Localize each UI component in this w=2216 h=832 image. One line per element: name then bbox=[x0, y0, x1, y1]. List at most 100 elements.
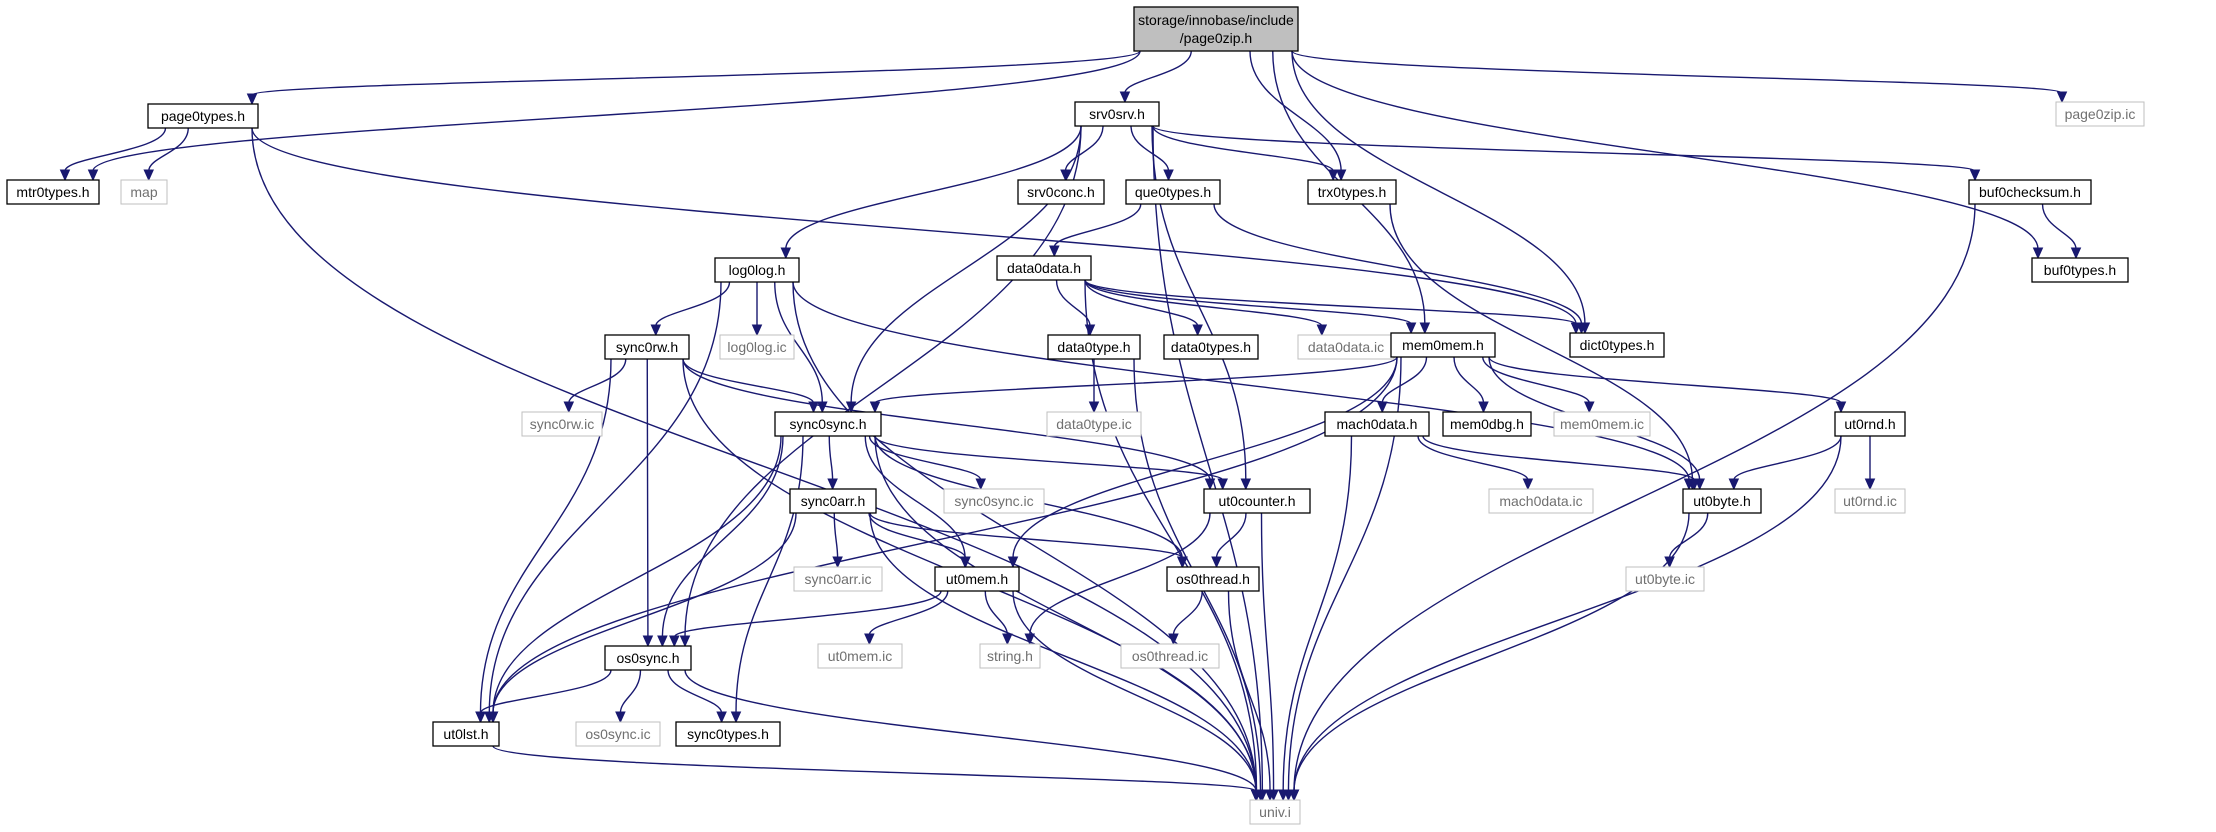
node-mach0data[interactable]: mach0data.h bbox=[1324, 411, 1430, 437]
node-box bbox=[1297, 334, 1395, 360]
node-label: mem0mem.ic bbox=[1560, 416, 1644, 432]
node-box bbox=[604, 645, 692, 671]
edge-ut0counter-to-univ bbox=[1260, 512, 1275, 792]
node-box bbox=[1968, 179, 2092, 205]
node-ut0lst[interactable]: ut0lst.h bbox=[432, 721, 500, 747]
node-sync0rw[interactable]: sync0rw.h bbox=[604, 334, 690, 360]
edge-mem0mem-to-mem0mem-ic bbox=[1482, 356, 1590, 404]
node-box bbox=[6, 179, 100, 205]
node-box bbox=[1074, 101, 1160, 127]
node-label: ut0mem.ic bbox=[828, 648, 893, 664]
node-label: sync0rw.ic bbox=[530, 416, 595, 432]
arrowhead bbox=[2032, 247, 2044, 260]
node-trx0types[interactable]: trx0types.h bbox=[1307, 179, 1397, 205]
edge-srv0srv-to-univ bbox=[1152, 125, 1264, 792]
node-box bbox=[1203, 488, 1311, 514]
node-box bbox=[1834, 411, 1906, 437]
node-ut0byte[interactable]: ut0byte.h bbox=[1682, 488, 1762, 514]
node-root[interactable]: storage/innobase/include /page0zip.h bbox=[1133, 6, 1299, 52]
arrowhead bbox=[1327, 169, 1339, 182]
node-sync0arr[interactable]: sync0arr.h bbox=[789, 488, 877, 514]
arrowhead bbox=[59, 169, 71, 182]
node-box bbox=[2031, 257, 2129, 283]
arrowhead bbox=[864, 633, 875, 646]
arrowhead bbox=[1192, 324, 1203, 337]
node-data0data[interactable]: data0data.h bbox=[996, 255, 1092, 281]
node-ut0mem-ic: ut0mem.ic bbox=[817, 643, 903, 669]
arrowhead bbox=[1240, 478, 1252, 491]
arrowhead bbox=[1728, 478, 1740, 491]
node-label: mach0data.h bbox=[1337, 416, 1418, 432]
node-os0thread[interactable]: os0thread.h bbox=[1166, 566, 1260, 592]
node-label: sync0arr.ic bbox=[805, 571, 872, 587]
edge-page0types-to-univ bbox=[251, 127, 1257, 792]
arrowhead bbox=[1177, 556, 1188, 569]
node-dict0types[interactable]: dict0types.h bbox=[1569, 332, 1665, 358]
node-label: ut0mem.h bbox=[946, 571, 1008, 587]
edge-ut0counter-to-os0thread bbox=[1215, 512, 1247, 559]
node-srv0conc[interactable]: srv0conc.h bbox=[1017, 179, 1105, 205]
arrowhead bbox=[2056, 91, 2068, 104]
node-box bbox=[1125, 179, 1221, 205]
arrowhead bbox=[1570, 322, 1582, 335]
node-buf0types[interactable]: buf0types.h bbox=[2031, 257, 2129, 283]
node-mtr0types[interactable]: mtr0types.h bbox=[6, 179, 100, 205]
edge-data0data-to-dict0types bbox=[1084, 279, 1577, 325]
arrowhead bbox=[669, 635, 680, 648]
edge-mach0data-to-univ bbox=[1282, 435, 1353, 792]
node-mem0dbg[interactable]: mem0dbg.h bbox=[1442, 411, 1532, 437]
node-mem0mem[interactable]: mem0mem.h bbox=[1390, 332, 1496, 358]
edge-trx0types-to-ut0byte bbox=[1389, 203, 1694, 481]
node-label: os0thread.ic bbox=[1132, 648, 1208, 664]
edge-os0sync-to-univ bbox=[684, 669, 1257, 792]
node-box bbox=[793, 566, 883, 592]
node-sync0types[interactable]: sync0types.h bbox=[675, 721, 781, 747]
node-box bbox=[1569, 332, 1665, 358]
node-label: data0data.ic bbox=[1308, 339, 1384, 355]
node-box bbox=[432, 721, 500, 747]
edge-ut0mem-to-os0sync bbox=[673, 590, 942, 638]
node-box bbox=[147, 103, 259, 129]
edge-sync0sync-to-ut0mem bbox=[864, 435, 966, 559]
node-sync0sync[interactable]: sync0sync.h bbox=[774, 411, 882, 437]
node-label: ut0rnd.ic bbox=[1843, 493, 1897, 509]
arrowhead bbox=[1377, 401, 1388, 414]
arrowhead bbox=[1277, 789, 1289, 802]
node-ut0mem[interactable]: ut0mem.h bbox=[934, 566, 1020, 592]
edge-os0sync-to-sync0types bbox=[667, 669, 723, 714]
edge-page0types-to-dict0types bbox=[251, 127, 1577, 325]
arrowhead bbox=[1664, 556, 1675, 569]
edge-sync0rw-to-ut0counter bbox=[682, 358, 1211, 481]
node-os0sync[interactable]: os0sync.h bbox=[604, 645, 692, 671]
arrowhead bbox=[1316, 324, 1328, 337]
node-ut0rnd[interactable]: ut0rnd.h bbox=[1834, 411, 1906, 437]
edge-ut0mem-to-ut0mem-ic bbox=[868, 590, 949, 636]
node-que0types[interactable]: que0types.h bbox=[1125, 179, 1221, 205]
node-log0log[interactable]: log0log.h bbox=[714, 257, 800, 283]
arrowhead bbox=[1007, 556, 1019, 569]
node-box bbox=[1553, 411, 1651, 437]
edge-srv0srv-to-sync0sync bbox=[850, 125, 1082, 404]
node-label: page0types.h bbox=[161, 108, 245, 124]
node-ut0byte-ic: ut0byte.ic bbox=[1625, 566, 1705, 592]
node-page0types[interactable]: page0types.h bbox=[147, 103, 259, 129]
node-data0types[interactable]: data0types.h bbox=[1163, 334, 1259, 360]
node-mem0mem-ic: mem0mem.ic bbox=[1553, 411, 1651, 437]
edge-ut0rnd-to-univ bbox=[1293, 435, 1842, 792]
node-srv0srv[interactable]: srv0srv.h bbox=[1074, 101, 1160, 127]
node-label: os0sync.h bbox=[616, 650, 679, 666]
arrowhead bbox=[475, 711, 486, 724]
node-label: mem0dbg.h bbox=[1450, 416, 1524, 432]
arrowhead bbox=[1002, 633, 1013, 646]
arrowhead bbox=[1335, 169, 1347, 182]
edge-srv0srv-to-srv0conc bbox=[1064, 125, 1104, 172]
node-buf0checksum[interactable]: buf0checksum.h bbox=[1968, 179, 2092, 205]
node-box bbox=[1120, 643, 1220, 669]
node-label: ut0byte.ic bbox=[1635, 571, 1695, 587]
node-label: ut0rnd.h bbox=[1844, 416, 1895, 432]
node-ut0counter[interactable]: ut0counter.h bbox=[1203, 488, 1311, 514]
arrowhead bbox=[2070, 247, 2082, 260]
node-data0type[interactable]: data0type.h bbox=[1047, 334, 1141, 360]
arrowhead bbox=[1119, 91, 1131, 104]
edge-sync0sync-to-ut0counter bbox=[874, 435, 1224, 481]
